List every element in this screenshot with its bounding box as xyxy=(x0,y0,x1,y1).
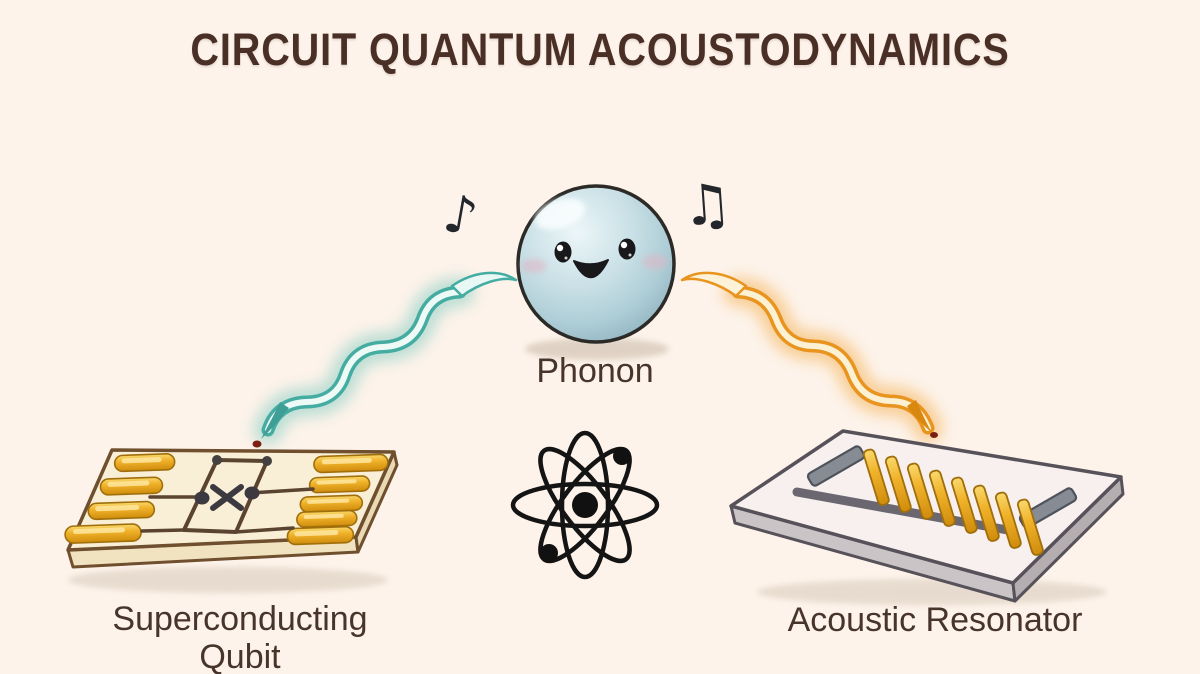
phonon-sphere xyxy=(516,184,676,344)
eye-right xyxy=(618,238,636,260)
gold-pads-right xyxy=(286,453,389,546)
idt-gold-fingers xyxy=(862,448,1044,556)
music-note-right-icon: ♫ xyxy=(679,171,735,240)
teal-acoustic-wave-icon xyxy=(252,271,518,448)
josephson-junction-x xyxy=(210,484,244,511)
phonon-label: Phonon xyxy=(536,352,654,390)
resonator-label: Acoustic Resonator xyxy=(787,601,1083,639)
idt-bus-rail-left xyxy=(806,445,866,487)
smile-mouth xyxy=(573,259,609,279)
gold-pads-left xyxy=(64,453,176,544)
wave-tip-dot xyxy=(252,440,262,448)
superconducting-qubit-chip xyxy=(64,448,399,569)
qubit-circuit xyxy=(140,455,315,534)
eye-left xyxy=(554,241,572,263)
qubit-label-line1: Superconducting xyxy=(112,600,368,638)
orange-acoustic-wave-icon xyxy=(680,271,943,443)
sphere-face xyxy=(521,238,668,279)
page-title: CIRCUIT QUANTUM ACOUSTODYNAMICS xyxy=(190,24,1010,75)
qubit-label-line2: Qubit xyxy=(199,638,281,674)
qubit-label: Superconducting Qubit xyxy=(50,600,430,674)
acoustic-resonator-chip xyxy=(729,429,1125,603)
atom-icon xyxy=(510,430,660,580)
wave-tip-dot xyxy=(930,432,938,438)
